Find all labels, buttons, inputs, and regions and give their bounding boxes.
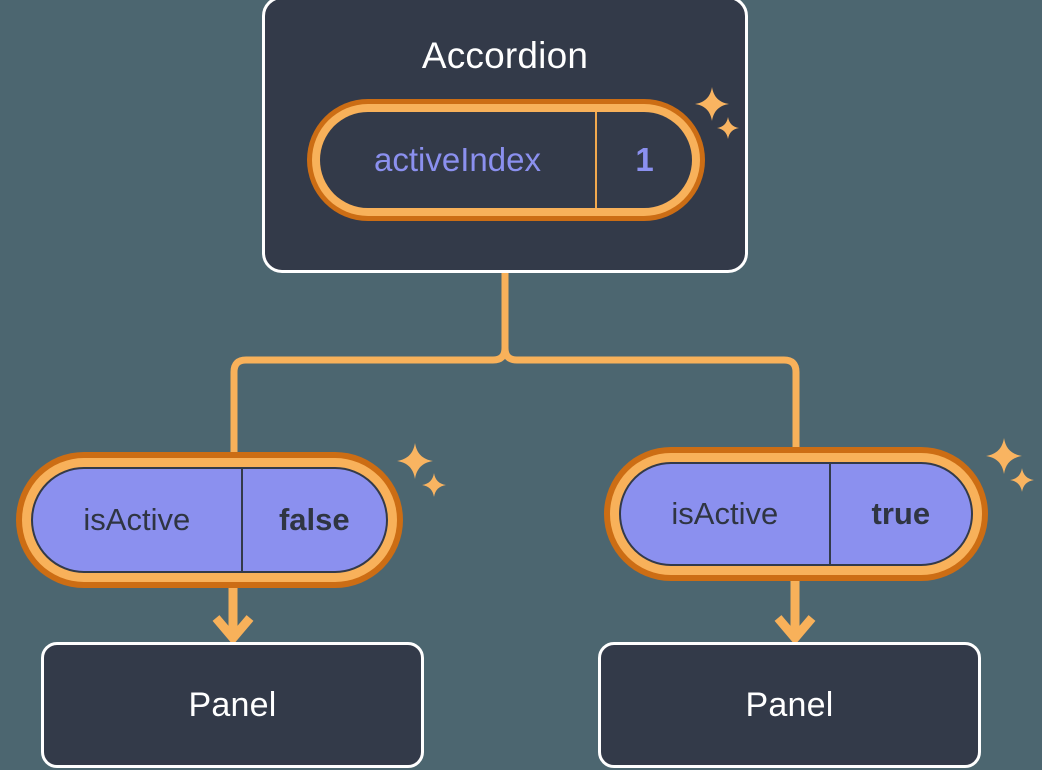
right-pill-key: isActive [621, 464, 831, 564]
panel-right-title: Panel [745, 685, 834, 724]
state-pill-activeindex[interactable]: activeIndex 1 [320, 112, 692, 208]
panel-node-left[interactable]: Panel [41, 642, 424, 768]
state-pill-value: 1 [635, 141, 654, 178]
state-pill-key: activeIndex [320, 112, 597, 208]
arrow-down-head-left [212, 615, 254, 645]
arrow-down-head-right [774, 615, 816, 645]
sparkle-icon [396, 442, 434, 480]
sparkle-small-icon [421, 472, 447, 498]
left-pill-isactive[interactable]: isActive false [31, 467, 388, 573]
left-pill-value: false [278, 502, 350, 537]
panel-left-title: Panel [188, 685, 277, 724]
sparkle-small-icon [1009, 467, 1035, 493]
accordion-title: Accordion [421, 35, 589, 76]
branch-connector-right-icon [501, 344, 800, 453]
sparkle-icon [985, 437, 1023, 475]
right-pill-value: true [871, 496, 931, 531]
branch-connector-icon [230, 269, 509, 456]
left-pill-key: isActive [33, 469, 243, 571]
right-pill-isactive[interactable]: isActive true [619, 462, 973, 566]
panel-node-right[interactable]: Panel [598, 642, 981, 768]
